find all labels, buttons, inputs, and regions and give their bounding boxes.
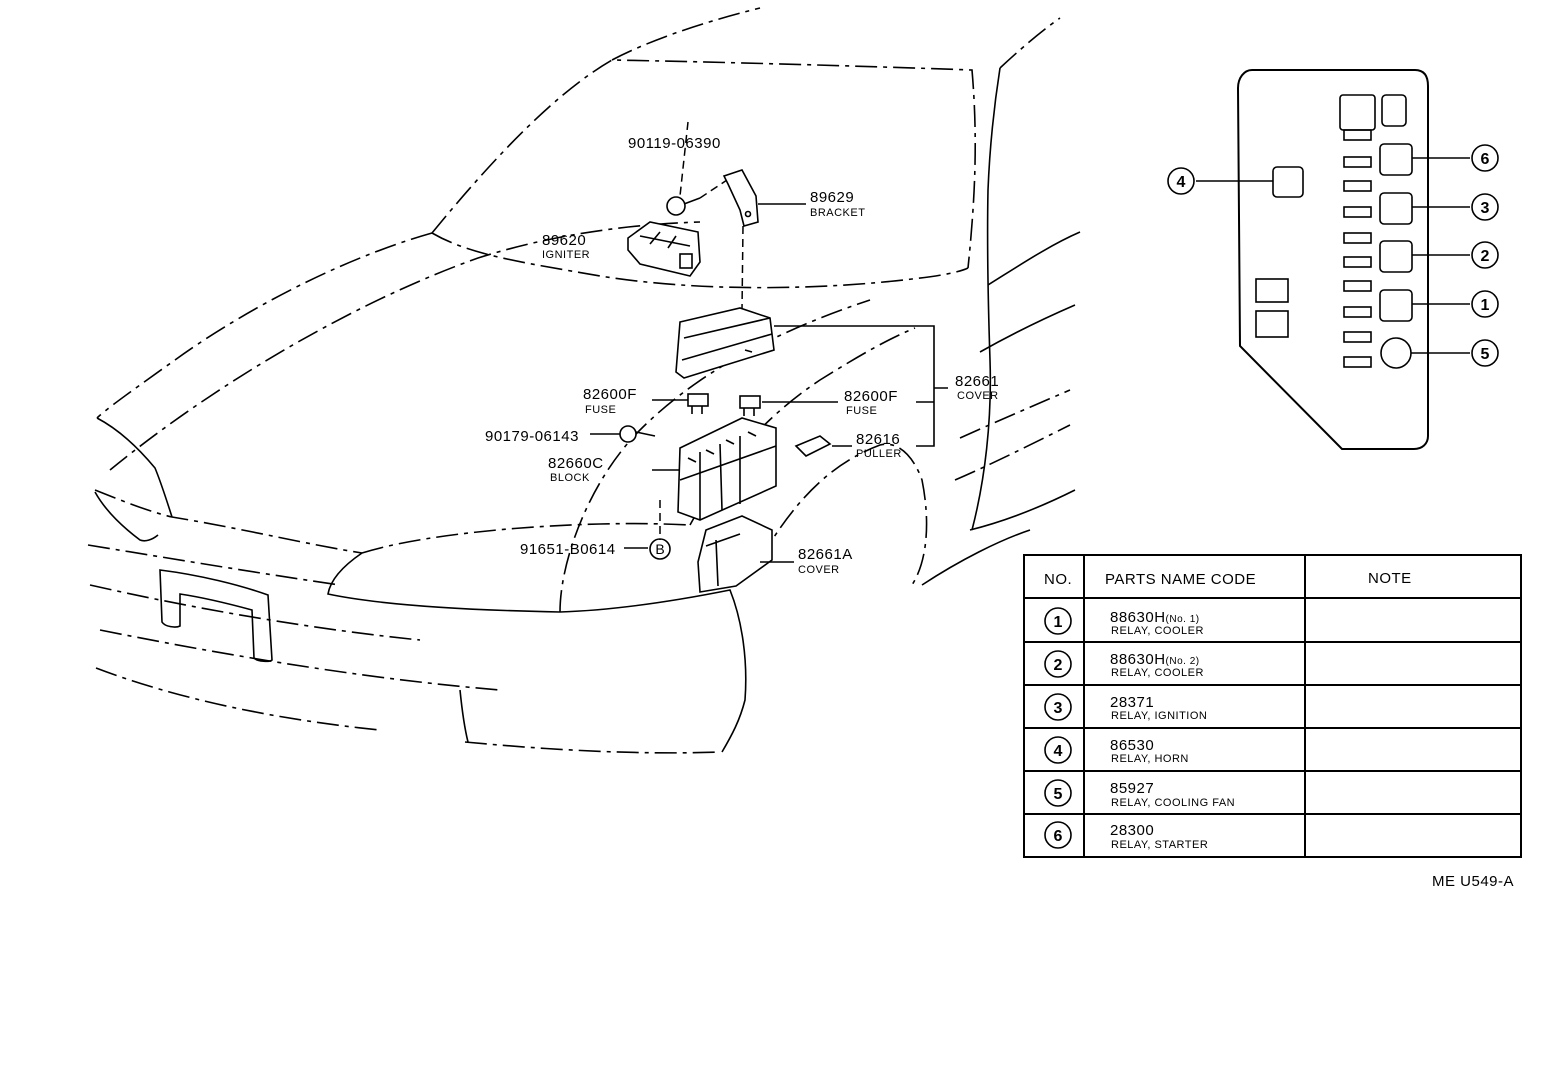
label-igniter-code: 89620 <box>542 232 586 249</box>
label-cover-top-code: 82661 <box>955 373 999 390</box>
label-igniter-name: IGNITER <box>542 249 590 261</box>
callout-4: 4 <box>1177 174 1186 191</box>
row-code: 86530 <box>1110 737 1154 754</box>
table-header-no: NO. <box>1044 571 1072 588</box>
bolt-top-part <box>666 177 731 216</box>
table-row: 1 88630H(No. 1) RELAY, COOLER <box>1044 607 1204 637</box>
svg-text:88630H(No. 2): 88630H(No. 2) <box>1110 651 1200 668</box>
leader-lines <box>590 121 948 563</box>
row-no: 1 <box>1054 614 1063 631</box>
label-puller-code: 82616 <box>856 431 900 448</box>
car-body-outline <box>87 7 1081 754</box>
relay-slot-4 <box>1272 166 1304 198</box>
table-header-parts: PARTS NAME CODE <box>1105 571 1256 588</box>
label-cover-bottom-code: 82661A <box>798 546 853 563</box>
row-no: 6 <box>1054 828 1063 845</box>
row-name: RELAY, COOLER <box>1111 667 1204 679</box>
row-name: RELAY, IGNITION <box>1111 710 1207 722</box>
svg-text:86530: 86530 <box>1110 737 1154 754</box>
label-fuse-right-code: 82600F <box>844 388 898 405</box>
table-row: 2 88630H(No. 2) RELAY, COOLER <box>1044 650 1204 679</box>
svg-text:85927: 85927 <box>1110 780 1154 797</box>
cover-top-part <box>675 307 775 379</box>
parts-table: NO. PARTS NAME CODE NOTE 1 88630H(No. 1)… <box>1023 554 1522 858</box>
fuse-right-part <box>739 395 761 416</box>
label-cover-bottom-name: COVER <box>798 564 840 576</box>
label-clip-ref: B <box>655 541 664 557</box>
callout-3: 3 <box>1481 200 1490 217</box>
callout-2: 2 <box>1481 248 1490 265</box>
label-clip-code: 91651-B0614 <box>520 541 616 558</box>
row-no: 4 <box>1054 743 1063 760</box>
bolt-mid-part <box>619 425 656 443</box>
part-labels: 90119-06390 89629 BRACKET 89620 IGNITER … <box>485 135 999 576</box>
label-fuse-left-name: FUSE <box>585 404 616 416</box>
diagram-code: ME U549-A <box>1432 873 1514 890</box>
relay-slot-1 <box>1379 289 1413 322</box>
relay-slot-6 <box>1379 143 1413 176</box>
row-name: RELAY, COOLER <box>1111 625 1204 637</box>
relay-slot-3 <box>1379 192 1413 225</box>
svg-text:88630H(No. 1): 88630H(No. 1) <box>1110 609 1200 626</box>
callout-6: 6 <box>1481 151 1490 168</box>
label-fuse-left-code: 82600F <box>583 386 637 403</box>
row-no: 2 <box>1054 657 1063 674</box>
clip-ref-circle <box>649 538 671 560</box>
callout-5: 5 <box>1481 346 1490 363</box>
row-no: 3 <box>1054 700 1063 717</box>
relay-slot-5 <box>1380 337 1412 369</box>
table-row: 3 28371 RELAY, IGNITION <box>1044 693 1207 722</box>
relay-block-layout: 4 6 3 2 1 5 <box>1167 69 1499 450</box>
label-block-code: 82660C <box>548 455 604 472</box>
puller-part <box>794 435 832 457</box>
row-code: 88630H <box>1110 651 1166 668</box>
label-block-name: BLOCK <box>550 472 590 484</box>
label-puller-name: PULLER <box>856 448 902 460</box>
row-name: RELAY, COOLING FAN <box>1111 797 1235 809</box>
row-code: 85927 <box>1110 780 1154 797</box>
table-row: 4 86530 RELAY, HORN <box>1044 736 1189 765</box>
bracket-part <box>722 169 759 311</box>
igniter-part <box>627 221 701 277</box>
block-part <box>659 417 777 540</box>
row-suffix: (No. 1) <box>1166 614 1200 625</box>
fuse-left-part <box>687 393 709 414</box>
relay-slot-2 <box>1379 240 1413 273</box>
label-bracket-code: 89629 <box>810 189 854 206</box>
callout-1: 1 <box>1481 297 1490 314</box>
table-header-note: NOTE <box>1368 570 1412 587</box>
label-cover-top-name: COVER <box>957 390 999 402</box>
label-bolt-mid: 90179-06143 <box>485 428 579 445</box>
row-code: 28300 <box>1110 822 1154 839</box>
label-fuse-right-name: FUSE <box>846 405 877 417</box>
row-name: RELAY, STARTER <box>1111 839 1208 851</box>
label-bracket-name: BRACKET <box>810 207 865 219</box>
row-suffix: (No. 2) <box>1166 656 1200 667</box>
row-name: RELAY, HORN <box>1111 753 1189 765</box>
row-code: 28371 <box>1110 694 1154 711</box>
table-row: 5 85927 RELAY, COOLING FAN <box>1044 779 1235 809</box>
table-row: 6 28300 RELAY, STARTER <box>1044 821 1208 851</box>
label-bolt-top: 90119-06390 <box>628 135 721 152</box>
row-code: 88630H <box>1110 609 1166 626</box>
svg-text:28300: 28300 <box>1110 822 1154 839</box>
svg-text:28371: 28371 <box>1110 694 1154 711</box>
cover-bottom-part <box>697 515 773 593</box>
row-no: 5 <box>1054 786 1063 803</box>
